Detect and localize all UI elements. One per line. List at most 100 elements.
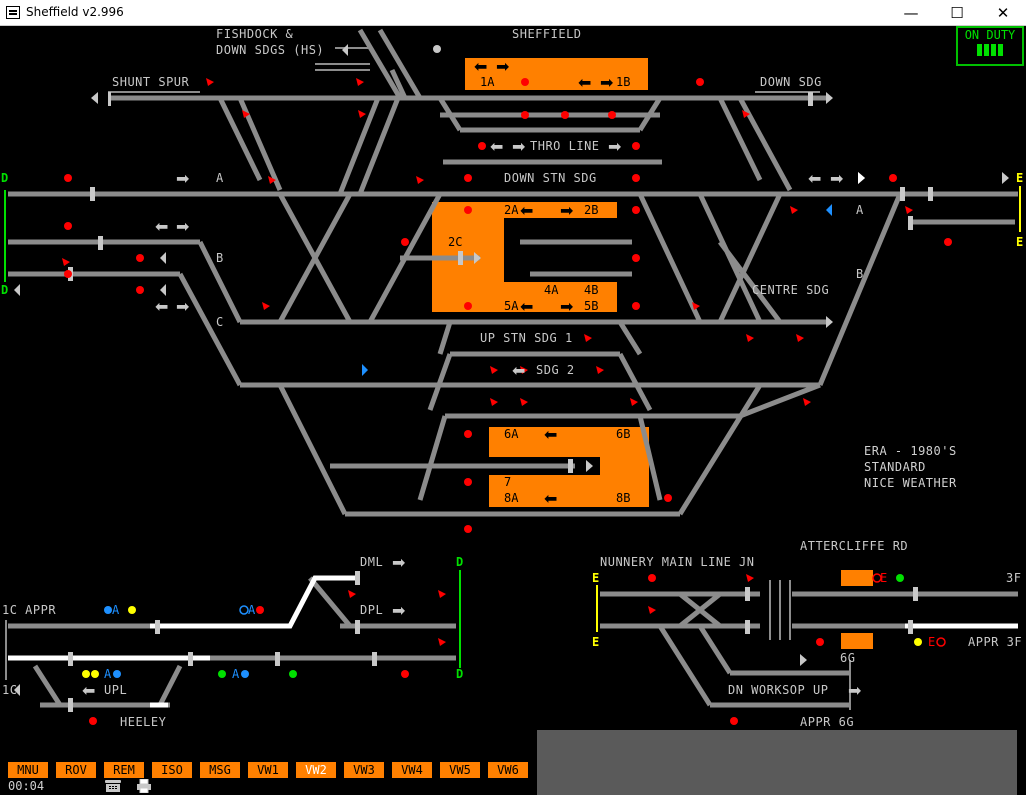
menu-button-rem[interactable]: REM bbox=[104, 762, 144, 778]
window-title: Sheffield v2.996 bbox=[26, 5, 124, 19]
svg-text:⬅: ⬅ bbox=[490, 137, 503, 156]
svg-text:➡: ➡ bbox=[512, 137, 525, 156]
svg-text:⬅: ⬅ bbox=[155, 297, 168, 316]
label-line-c: C bbox=[216, 315, 224, 329]
maximize-button[interactable]: ☐ bbox=[950, 4, 964, 22]
on-duty-label: ON DUTY bbox=[964, 28, 1016, 42]
white-arrow bbox=[858, 172, 865, 184]
platform-5[interactable] bbox=[432, 282, 617, 312]
track-circuit-joints bbox=[68, 92, 933, 712]
svg-text:⬅: ⬅ bbox=[155, 217, 168, 236]
platform-7-label: 7 bbox=[504, 475, 511, 489]
menu-button-iso[interactable]: ISO bbox=[152, 762, 192, 778]
platform-2c-label: 2C bbox=[448, 235, 462, 249]
era-line-3: NICE WEATHER bbox=[864, 476, 957, 490]
platform-2a-label: 2A bbox=[504, 203, 519, 217]
berth-a-left: A bbox=[112, 603, 120, 617]
svg-text:⬅: ⬅ bbox=[512, 361, 525, 380]
berth-a-mid: A bbox=[248, 603, 256, 617]
menu-button-vw2[interactable]: VW2 bbox=[296, 762, 336, 778]
title-bar: Sheffield v2.996 — ☐ ✕ bbox=[0, 0, 1026, 26]
svg-text:➡: ➡ bbox=[560, 201, 573, 220]
platform-6b-label: 6B bbox=[616, 427, 630, 441]
menu-button-mnu[interactable]: MNU bbox=[8, 762, 48, 778]
close-button[interactable]: ✕ bbox=[996, 4, 1010, 22]
era-info: ERA - 1980'S STANDARD NICE WEATHER bbox=[864, 443, 957, 491]
menu-button-vw4[interactable]: VW4 bbox=[392, 762, 432, 778]
label-line-a-left: A bbox=[216, 171, 224, 185]
svg-text:➡: ➡ bbox=[392, 553, 405, 572]
platform-6a-label: 6A bbox=[504, 427, 519, 441]
boundary-markers bbox=[4, 186, 1021, 668]
label-1c-appr: 1C APPR bbox=[2, 603, 56, 617]
menu-button-vw3[interactable]: VW3 bbox=[344, 762, 384, 778]
era-line-1: ERA - 1980'S bbox=[864, 444, 957, 458]
svg-text:⬅: ⬅ bbox=[808, 169, 821, 188]
app-icon bbox=[6, 6, 20, 19]
platform-8a-label: 8A bbox=[504, 491, 519, 505]
platform-arrows: ⬅ ➡ ⬅ ➡ ⬅ ➡ ⬅ ➡ ⬅ ⬅ bbox=[474, 57, 613, 508]
svg-text:➡: ➡ bbox=[560, 297, 573, 316]
label-appr-6g: APPR 6G bbox=[800, 715, 854, 729]
label-1c: 1C bbox=[2, 683, 17, 697]
svg-text:➡: ➡ bbox=[608, 137, 621, 156]
minimize-button[interactable]: — bbox=[903, 4, 919, 22]
label-sheffield: SHEFFIELD bbox=[512, 27, 582, 41]
platform-1[interactable] bbox=[465, 58, 648, 90]
printer-icon[interactable] bbox=[136, 779, 152, 793]
platform-4b-label: 4B bbox=[584, 283, 598, 297]
svg-text:➡: ➡ bbox=[848, 681, 861, 700]
signalling-panel[interactable]: ➡ ⬅ ➡ ⬅ ➡ ⬅ ➡ ➡ ⬅ ➡ ⬅ ➡ ➡ ⬅ ➡ ⬅ ➡ ⬅ ➡ ⬅ ➡ ⬅ ➡ ⬅ ⬅ FISHDOC… bbox=[0, 26, 1026, 795]
menu-button-vw6[interactable]: VW6 bbox=[488, 762, 528, 778]
menu-button-vw1[interactable]: VW1 bbox=[248, 762, 288, 778]
junction-marker bbox=[433, 45, 441, 53]
label-nunnery: NUNNERY MAIN LINE JN bbox=[600, 555, 755, 569]
label-down-stn-sdg: DOWN STN SDG bbox=[504, 171, 597, 185]
platform-2b-label: 2B bbox=[584, 203, 598, 217]
platform-4a-label: 4A bbox=[544, 283, 559, 297]
menu-button-vw5[interactable]: VW5 bbox=[440, 762, 480, 778]
telephone-icon[interactable] bbox=[104, 779, 122, 793]
svg-text:➡: ➡ bbox=[392, 601, 405, 620]
label-line-a-right: A bbox=[856, 203, 864, 217]
menu-button-rov[interactable]: ROV bbox=[56, 762, 96, 778]
svg-text:⬅: ⬅ bbox=[474, 57, 487, 76]
label-down-sdg: DOWN SDG bbox=[760, 75, 822, 89]
svg-text:➡: ➡ bbox=[600, 73, 613, 92]
svg-text:⬅: ⬅ bbox=[82, 681, 95, 700]
svg-text:⬅: ⬅ bbox=[544, 489, 557, 508]
svg-text:⬅: ⬅ bbox=[520, 201, 533, 220]
era-line-2: STANDARD bbox=[864, 460, 926, 474]
berth-attercliffe-top[interactable] bbox=[841, 570, 873, 586]
label-attercliffe: ATTERCLIFFE RD bbox=[800, 539, 908, 553]
message-panel bbox=[537, 730, 1017, 795]
direction-indicators bbox=[362, 204, 832, 376]
ground-signals[interactable] bbox=[62, 78, 913, 646]
edge-e-nunnery-top: E bbox=[592, 571, 599, 585]
berth-attercliffe-bottom[interactable] bbox=[841, 633, 873, 649]
platform-8[interactable] bbox=[489, 475, 649, 507]
clock: 00:04 bbox=[8, 779, 45, 793]
on-duty-indicator: ON DUTY bbox=[956, 26, 1024, 66]
platform-5b-label: 5B bbox=[584, 299, 598, 313]
svg-text:➡: ➡ bbox=[830, 169, 843, 188]
menu-button-msg[interactable]: MSG bbox=[200, 762, 240, 778]
svg-text:⬅: ⬅ bbox=[520, 297, 533, 316]
label-fishdock: FISHDOCK & bbox=[216, 27, 294, 41]
label-heeley: HEELEY bbox=[120, 715, 167, 729]
label-thro-line: THRO LINE bbox=[530, 139, 600, 153]
signals-red[interactable] bbox=[64, 78, 952, 725]
label-sdg-2: SDG 2 bbox=[536, 363, 575, 377]
signals-other[interactable] bbox=[82, 573, 946, 678]
berth-a-lower: A bbox=[232, 667, 240, 681]
berth-a-upl: A bbox=[104, 667, 112, 681]
label-dn-worksop-up: DN WORKSOP UP bbox=[728, 683, 828, 697]
platform-3a-label: 3A bbox=[544, 219, 559, 233]
edge-e-bottom: E bbox=[1016, 235, 1023, 249]
track-end-arrows bbox=[14, 44, 1009, 696]
svg-text:⬅: ⬅ bbox=[578, 73, 591, 92]
edge-d-bottom: D bbox=[1, 283, 8, 297]
platform-1b-label: 1B bbox=[616, 75, 630, 89]
platform-3b-label: 3B bbox=[584, 219, 598, 233]
svg-text:➡: ➡ bbox=[496, 57, 509, 76]
